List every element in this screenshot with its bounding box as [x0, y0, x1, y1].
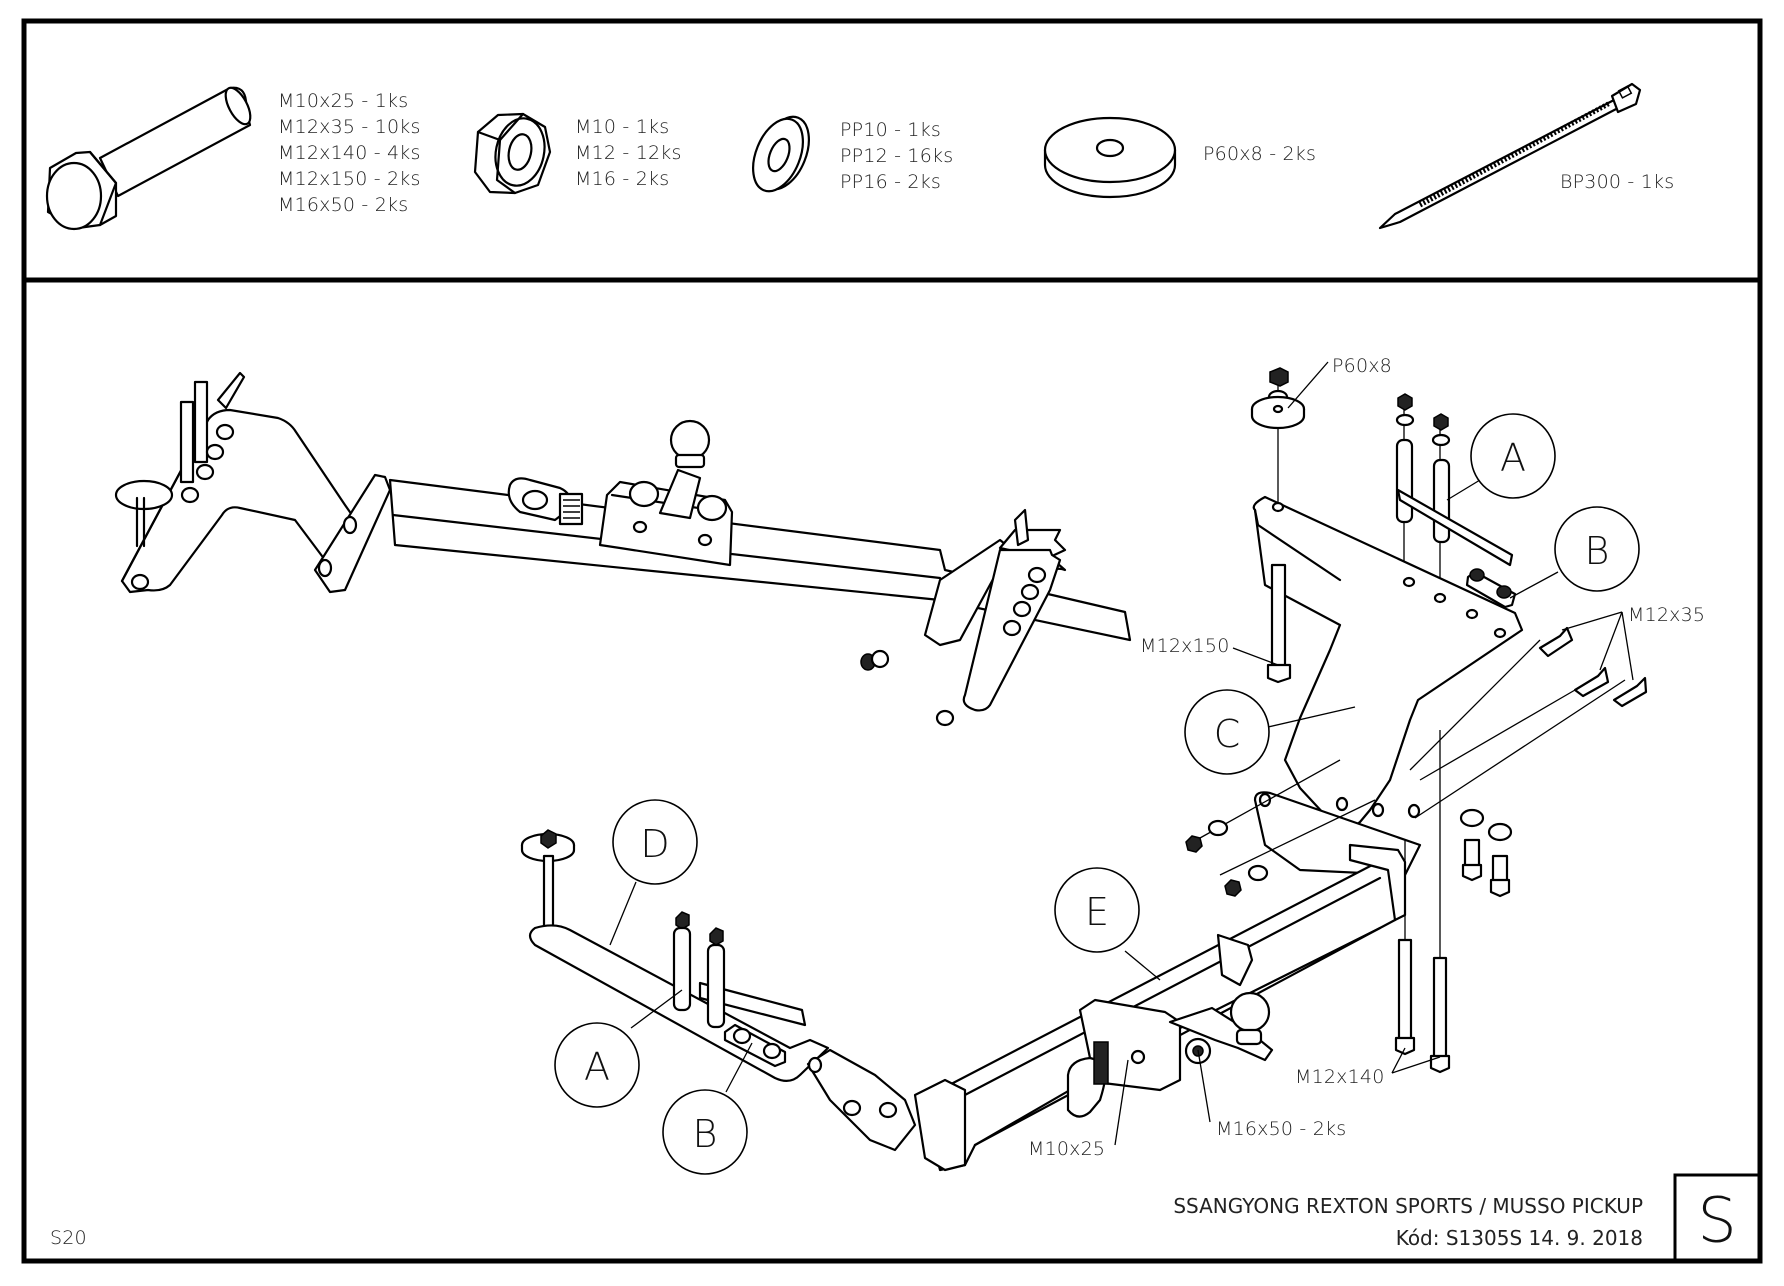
- bubble-a-bottom: A: [554, 1022, 640, 1108]
- callout-m16x50: M16x50 - 2ks: [1216, 1118, 1346, 1140]
- washer-icon: [752, 115, 810, 193]
- bolt-item: M12x150 - 2ks: [278, 168, 421, 190]
- washer-item: PP10 - 1ks: [840, 119, 941, 141]
- nut-item: M10 - 1ks: [575, 116, 669, 138]
- series-letter-box: [1673, 1173, 1762, 1263]
- nut-list: M10 - 1ks M12 - 12ks M16 - 2ks: [575, 116, 682, 190]
- bolt-item: M10x25 - 1ks: [278, 90, 408, 112]
- spacer-item: P60x8 - 2ks: [1203, 143, 1316, 165]
- cable-tie-item: BP300 - 1ks: [1560, 171, 1674, 193]
- washer-item: PP12 - 16ks: [840, 145, 953, 167]
- bubble-b-bottom: B: [662, 1089, 748, 1175]
- vehicle-title: SSANGYONG REXTON SPORTS / MUSSO PICKUP: [1173, 1194, 1643, 1218]
- bubble-d: D: [612, 799, 698, 885]
- bubble-e: E: [1054, 867, 1140, 953]
- large-washer-icon: [1043, 116, 1177, 199]
- bolt-item: M16x50 - 2ks: [278, 194, 408, 216]
- bubble-label: C: [1214, 712, 1241, 756]
- exploded-lower-towbar: [520, 829, 1407, 1172]
- bubble-label: A: [1500, 436, 1526, 480]
- washer-list: PP10 - 1ks PP12 - 16ks PP16 - 2ks: [840, 119, 953, 193]
- bubble-label: E: [1085, 890, 1109, 934]
- nut-item: M16 - 2ks: [575, 168, 669, 190]
- bolt-item: M12x140 - 4ks: [278, 142, 421, 164]
- callout-m12x150: M12x150: [1140, 635, 1229, 657]
- callout-m12x35: M12x35: [1628, 604, 1705, 626]
- bubble-label: D: [640, 822, 669, 866]
- code-date: Kód: S1305S 14. 9. 2018: [1396, 1226, 1643, 1250]
- nut-item: M12 - 12ks: [575, 142, 682, 164]
- cable-tie-icon: [1378, 82, 1642, 230]
- bubble-label: B: [1585, 529, 1610, 573]
- callout-p60x8: P60x8: [1332, 355, 1392, 377]
- bubble-c: C: [1184, 689, 1270, 775]
- bubble-a-top: A: [1470, 413, 1556, 499]
- bubble-b-top: B: [1554, 506, 1640, 592]
- bubble-label: A: [584, 1045, 610, 1089]
- bubble-label: B: [693, 1112, 718, 1156]
- assembled-towbar-view: [114, 371, 1132, 727]
- bolt-item: M12x35 - 10ks: [278, 116, 421, 138]
- series-letter: S: [1697, 1184, 1736, 1257]
- washer-item: PP16 - 2ks: [840, 171, 941, 193]
- drawing-frame: [21, 18, 1763, 1264]
- sheet-id: S20: [50, 1227, 87, 1249]
- hex-bolt-icon: [45, 86, 252, 231]
- callout-m12x140: M12x140: [1295, 1066, 1384, 1088]
- hex-nut-icon: [473, 112, 552, 195]
- bolt-list: M10x25 - 1ks M12x35 - 10ks M12x140 - 4ks…: [278, 90, 421, 216]
- callout-m10x25: M10x25: [1028, 1138, 1105, 1160]
- leader-lines: [609, 361, 1634, 1146]
